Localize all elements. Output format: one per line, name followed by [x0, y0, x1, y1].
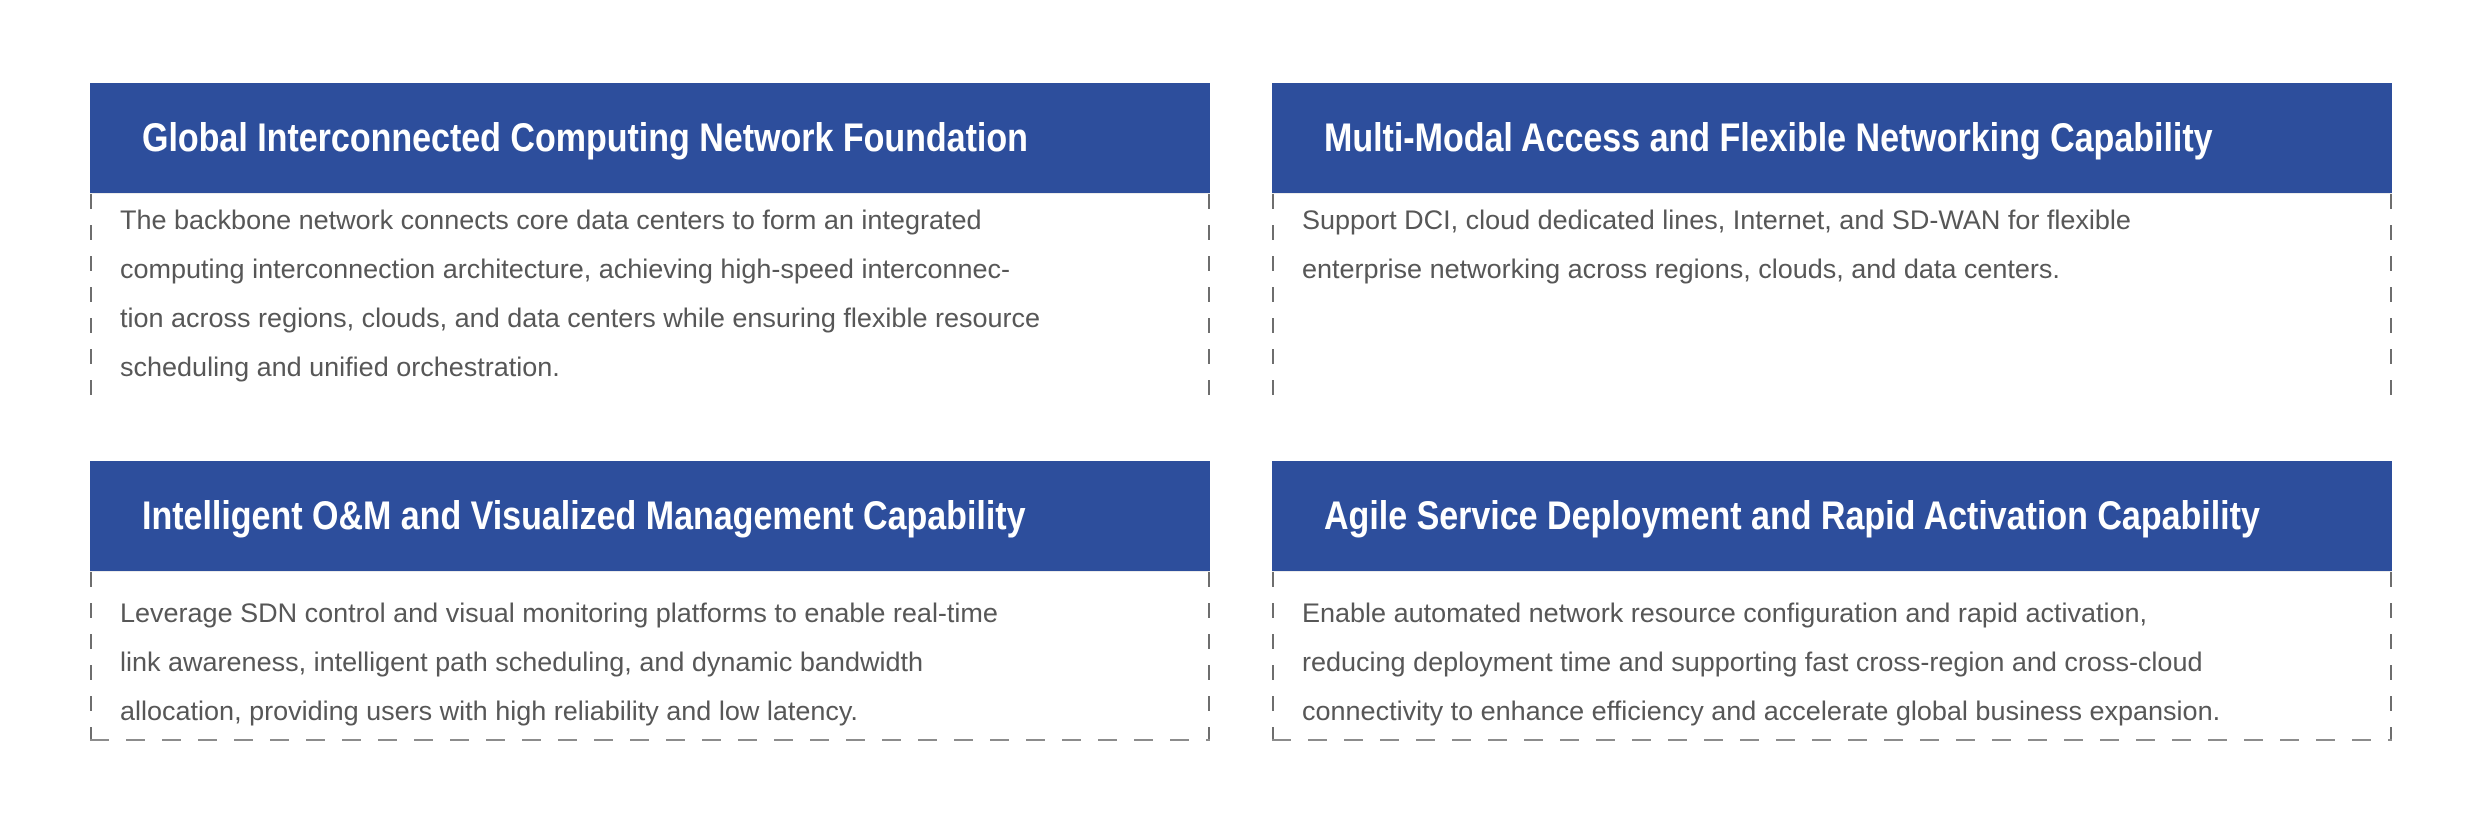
card-body: The backbone network connects core data … [90, 193, 1210, 398]
card-header: Intelligent O&M and Visualized Managemen… [90, 461, 1210, 571]
card-title: Multi-Modal Access and Flexible Networki… [1324, 115, 2213, 160]
dashed-border-bottom [1272, 739, 2392, 741]
card-header: Global Interconnected Computing Network … [90, 83, 1210, 193]
dashed-border-right [1208, 194, 1210, 398]
dashed-border-right [1208, 572, 1210, 741]
feature-card-multi-modal-access: Multi-Modal Access and Flexible Networki… [1272, 83, 2392, 398]
card-body: Enable automated network resource config… [1272, 571, 2392, 741]
card-header: Multi-Modal Access and Flexible Networki… [1272, 83, 2392, 193]
dashed-border-bottom [90, 739, 1210, 741]
card-title: Global Interconnected Computing Network … [142, 115, 1028, 160]
card-body-text: The backbone network connects core data … [120, 205, 1041, 382]
card-body-text: Support DCI, cloud dedicated lines, Inte… [1302, 205, 2131, 284]
card-body: Support DCI, cloud dedicated lines, Inte… [1272, 193, 2392, 398]
card-title: Intelligent O&M and Visualized Managemen… [142, 493, 1026, 538]
feature-card-agile-deployment: Agile Service Deployment and Rapid Activ… [1272, 461, 2392, 741]
feature-grid: Global Interconnected Computing Network … [90, 83, 2392, 741]
dashed-border-right [2390, 572, 2392, 741]
feature-card-global-network: Global Interconnected Computing Network … [90, 83, 1210, 398]
card-body-text: Enable automated network resource config… [1302, 598, 2221, 726]
feature-card-intelligent-om: Intelligent O&M and Visualized Managemen… [90, 461, 1210, 741]
card-header: Agile Service Deployment and Rapid Activ… [1272, 461, 2392, 571]
dashed-border-left [90, 572, 92, 741]
card-title: Agile Service Deployment and Rapid Activ… [1324, 493, 2260, 538]
dashed-border-left [1272, 194, 1274, 398]
card-body-text: Leverage SDN control and visual monitori… [120, 598, 998, 726]
dashed-border-left [1272, 572, 1274, 741]
dashed-border-left [90, 194, 92, 398]
card-body: Leverage SDN control and visual monitori… [90, 571, 1210, 741]
dashed-border-right [2390, 194, 2392, 398]
